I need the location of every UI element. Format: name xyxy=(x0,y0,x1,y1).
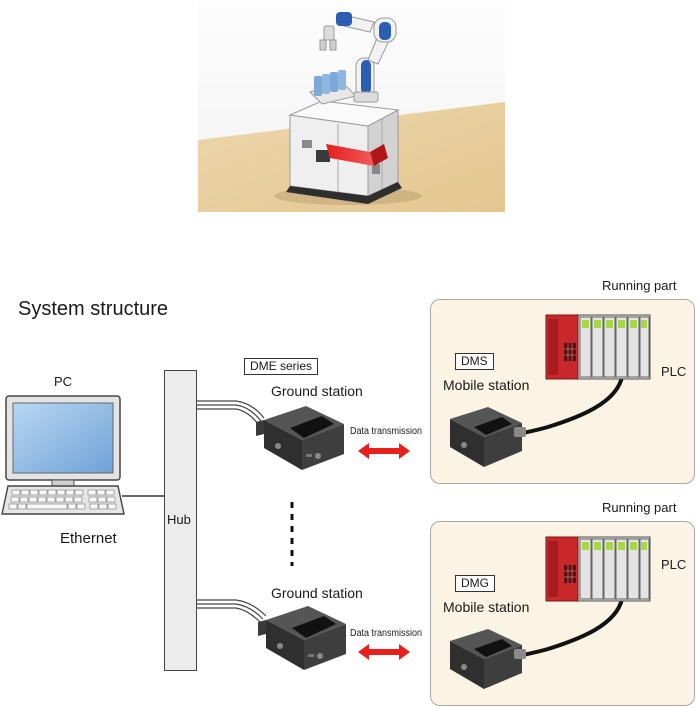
data-transmission-1-label: Data transmission xyxy=(350,426,423,437)
hub-label: Hub xyxy=(167,512,191,527)
running-part-2-header: Running part xyxy=(602,500,677,515)
running-part-1-header: Running part xyxy=(602,278,677,293)
ground-station-2-label: Ground station xyxy=(271,585,363,601)
hub xyxy=(164,370,197,671)
pc-computer-icon xyxy=(0,394,128,520)
ground-station-1-label: Ground station xyxy=(271,383,363,399)
running-part-2-graphics xyxy=(430,521,693,704)
running-part-1-station: Mobile station xyxy=(443,377,530,393)
ethernet-label: Ethernet xyxy=(60,530,117,547)
data-transmission-2-arrow xyxy=(358,643,410,661)
running-part-2-plc-label: PLC xyxy=(661,557,687,572)
ground-station-1-device xyxy=(248,404,348,474)
running-part-2-station: Mobile station xyxy=(443,599,530,615)
running-part-1-graphics xyxy=(430,299,693,482)
diagram-title: System structure xyxy=(18,298,169,320)
data-transmission-2-label: Data transmission xyxy=(350,628,423,639)
pc-label: PC xyxy=(54,374,73,389)
series-label: DME series xyxy=(244,358,319,375)
running-part-2-model: DMG xyxy=(455,575,495,592)
ground-station-2-device xyxy=(250,604,350,674)
robot-illustration xyxy=(198,0,505,212)
running-part-1-model: DMS xyxy=(455,353,494,370)
data-transmission-1-arrow xyxy=(358,442,410,460)
running-part-1-plc-label: PLC xyxy=(661,364,687,379)
